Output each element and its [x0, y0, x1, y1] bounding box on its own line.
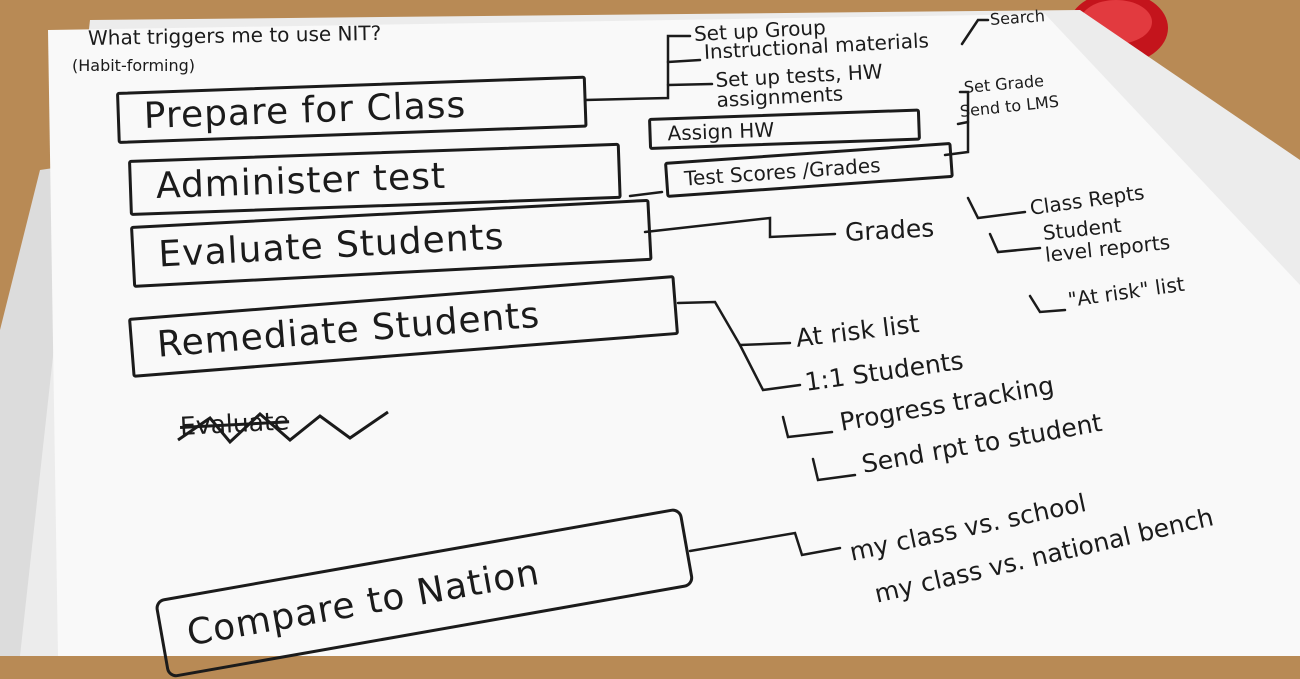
page-title: What triggers me to use NIT?: [87, 20, 382, 50]
test-scores-label: Test Scores /Grades: [683, 152, 882, 191]
front-sheet: [48, 14, 1300, 656]
assign-hw-label: Assign HW: [667, 117, 775, 146]
scribble: [177, 410, 389, 445]
connector-lines: [583, 18, 1067, 557]
paper-and-connectors: [0, 0, 1300, 656]
stage-label: Prepare for Class: [143, 84, 467, 138]
crossed-out-word: Evaluate: [179, 406, 290, 441]
branch-label: Search: [989, 6, 1046, 29]
stage-label: Administer test: [155, 155, 447, 208]
grades-label: Grades: [844, 213, 935, 247]
stage-label: Evaluate Students: [157, 216, 506, 276]
page-subtitle: (Habit-forming): [72, 56, 196, 75]
